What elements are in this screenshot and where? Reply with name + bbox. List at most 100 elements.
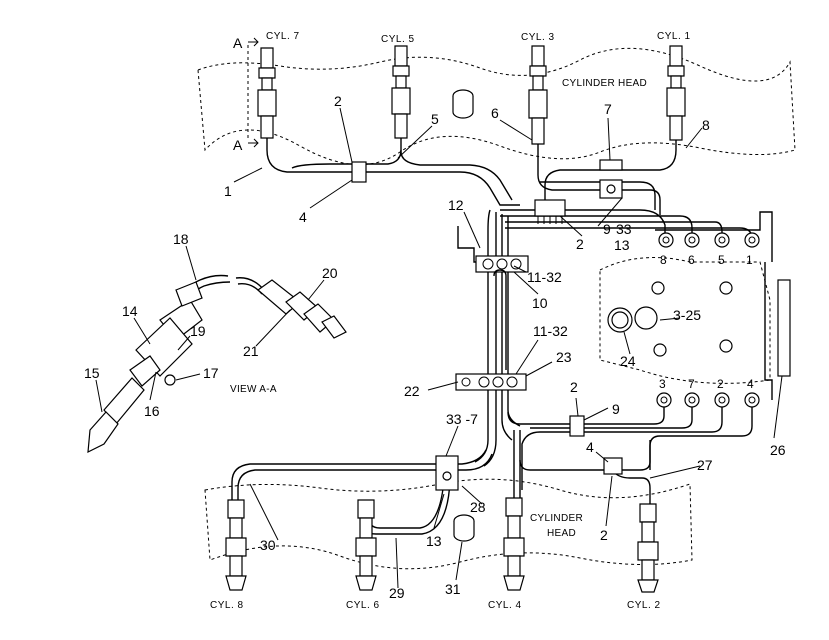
clamp-11-32-lower <box>455 373 527 391</box>
callout-15: 15 <box>84 365 100 381</box>
line-to-cyl-4 <box>513 430 521 500</box>
fuel-line-cyl-5-b <box>400 149 513 201</box>
callout-13-top: 13 <box>614 237 630 253</box>
clamp-33-7 <box>435 455 459 491</box>
nozzle-boss-top <box>452 89 474 119</box>
injection-pump-outline <box>599 257 771 384</box>
callout-26: 26 <box>770 442 786 458</box>
callout-11-32-upper: 11-32 <box>527 269 562 285</box>
injector-cyl-6 <box>355 499 377 591</box>
port-label-1: 1 <box>746 253 753 267</box>
callout-13-bottom: 13 <box>426 533 442 549</box>
label-section-a-top: A <box>233 35 243 51</box>
leader-lines <box>95 107 783 589</box>
label-cyl-3: CYL. 3 <box>521 32 555 43</box>
fuel-line-cyl-7 <box>266 138 520 206</box>
callout-5: 5 <box>431 111 439 127</box>
callout-21: 21 <box>243 343 259 359</box>
callout-4-top: 4 <box>299 209 307 225</box>
pump-bracket <box>655 211 773 400</box>
callout-31: 31 <box>445 581 461 597</box>
injector-cyl-3 <box>528 45 548 145</box>
callout-28: 28 <box>470 499 486 515</box>
injector-cyl-8 <box>225 499 247 591</box>
callout-12: 12 <box>448 197 464 213</box>
callout-33: 33 <box>616 221 632 237</box>
callout-7: 7 <box>604 101 612 117</box>
callout-3-25: 3-25 <box>673 307 701 323</box>
fuel-line-top-branch <box>540 181 656 210</box>
callout-24: 24 <box>620 353 636 369</box>
callout-2-lower: 2 <box>570 379 578 395</box>
pump-ports-lower <box>656 392 760 408</box>
callout-2-bottom: 2 <box>600 527 608 543</box>
nozzle-boss-bottom <box>453 514 475 542</box>
label-section-a-bottom: A <box>233 137 243 153</box>
pump-ports-upper <box>658 232 760 248</box>
callout-1: 1 <box>224 183 232 199</box>
line-to-cyl-6 <box>367 479 445 529</box>
callout-18: 18 <box>173 231 189 247</box>
callout-11-32-lower: 11-32 <box>533 323 568 339</box>
pump-stud-4 <box>719 339 733 353</box>
label-cyl-2: CYL. 2 <box>627 600 661 611</box>
callout-10: 10 <box>532 295 548 311</box>
clamp-9-33 <box>599 179 623 199</box>
callout-22: 22 <box>404 383 420 399</box>
injector-cyl-4 <box>503 497 525 591</box>
bottom-cylinder-head-outline <box>204 478 693 570</box>
pump-boss-center <box>634 306 658 330</box>
callout-2-mid: 2 <box>576 236 584 252</box>
label-cyl-5: CYL. 5 <box>381 34 415 45</box>
label-cylinder-head-bottom-1: CYLINDER <box>530 513 583 524</box>
injector-cyl-7 <box>257 47 277 139</box>
callout-4-lower: 4 <box>586 439 594 455</box>
pump-side-plate <box>777 279 791 377</box>
label-cyl-6: CYL. 6 <box>346 600 380 611</box>
port-label-5: 5 <box>718 253 725 267</box>
callout-27: 27 <box>697 457 713 473</box>
clamp-11-32-upper <box>475 255 529 273</box>
port-label-4: 4 <box>747 377 754 391</box>
callout-20: 20 <box>322 265 338 281</box>
callout-14: 14 <box>122 303 138 319</box>
section-arrow-bottom <box>248 138 259 148</box>
callout-33-7: 33 -7 <box>446 411 478 427</box>
label-cyl-8: CYL. 8 <box>210 600 244 611</box>
callout-8: 8 <box>702 117 710 133</box>
clamp-2-top <box>351 161 367 183</box>
callout-23: 23 <box>556 349 572 365</box>
pump-feed-lines <box>500 209 753 237</box>
label-cylinder-head-top: CYLINDER HEAD <box>562 78 647 89</box>
callout-6: 6 <box>491 105 499 121</box>
callout-9-top: 9 <box>603 221 611 237</box>
port-label-7: 7 <box>688 377 695 391</box>
callout-19: 19 <box>190 323 206 339</box>
port-label-8: 8 <box>660 253 667 267</box>
clamp-7 <box>599 159 623 171</box>
callout-2-top: 2 <box>334 93 342 109</box>
callout-17: 17 <box>203 365 219 381</box>
callout-9-lower: 9 <box>612 401 620 417</box>
trunk-lines <box>474 209 521 467</box>
pump-stud-3 <box>653 343 667 357</box>
line-to-cyl-2 <box>519 440 651 471</box>
view-a-a-detail <box>87 274 347 454</box>
pump-stud-2 <box>719 281 733 295</box>
label-cylinder-head-bottom-2: HEAD <box>547 528 576 539</box>
injector-cyl-2 <box>637 503 659 593</box>
top-cylinder-head-outline <box>197 47 796 166</box>
fuel-line-cyl-5 <box>291 138 402 169</box>
clamp-4-lower <box>603 457 623 475</box>
port-label-3: 3 <box>659 377 666 391</box>
pump-stud-1 <box>651 281 665 295</box>
port-label-2: 2 <box>717 377 724 391</box>
callout-16: 16 <box>144 403 160 419</box>
lower-port-lines <box>507 407 753 490</box>
label-cyl-1: CYL. 1 <box>657 31 691 42</box>
callout-30: 30 <box>260 537 276 553</box>
label-cyl-7: CYL. 7 <box>266 31 300 42</box>
clamp-2-mid <box>534 199 566 224</box>
trunk-loop <box>493 269 507 370</box>
